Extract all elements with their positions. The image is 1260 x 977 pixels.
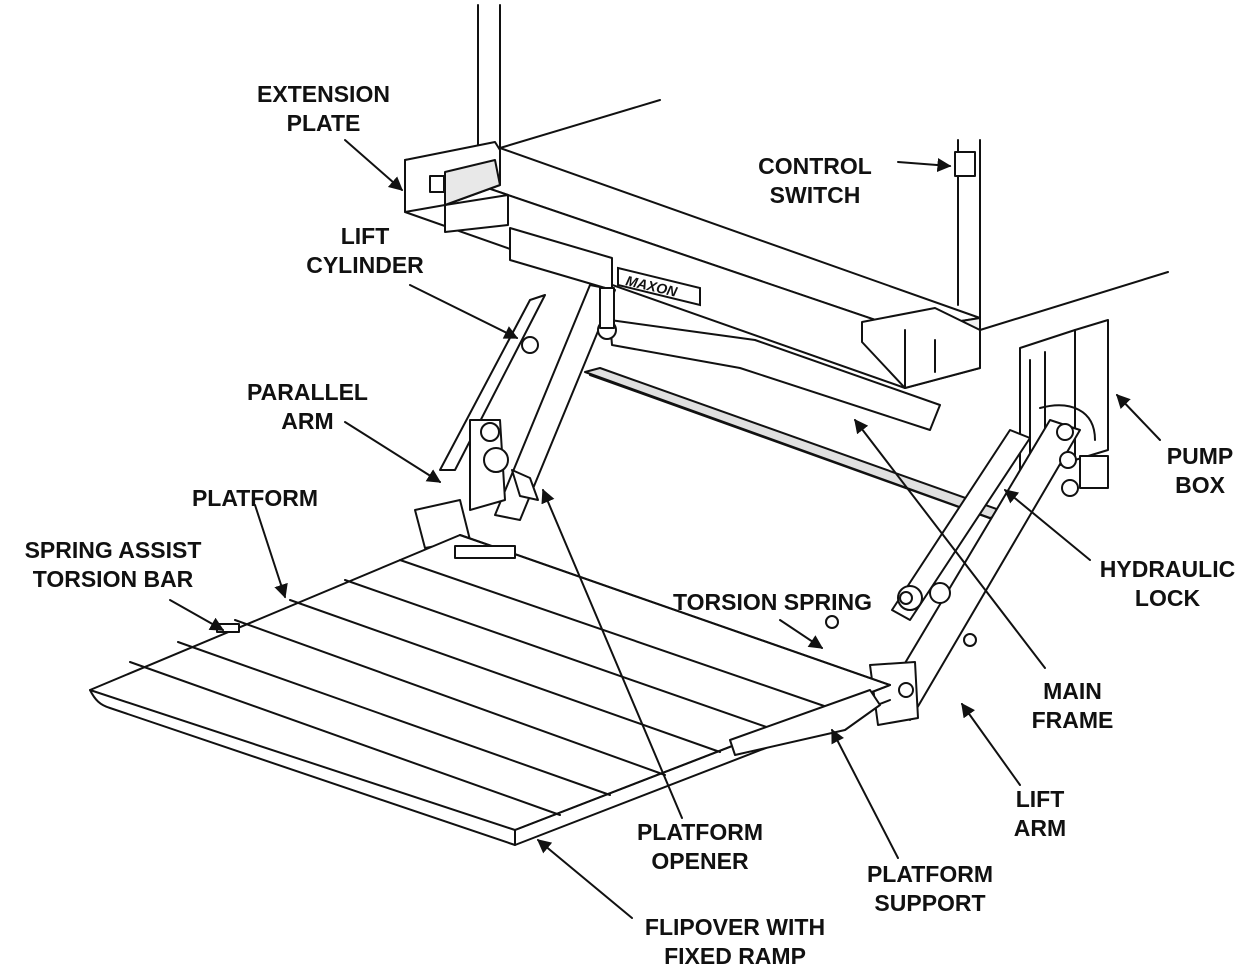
label-platform: PLATFORM	[191, 485, 319, 511]
right-end-cap	[861, 307, 981, 389]
platform-deck	[89, 534, 891, 846]
label-lift-arm: LIFT ARM	[1013, 786, 1067, 841]
label-torsion-spring: TORSION SPRING	[673, 589, 872, 615]
label-platform-support: PLATFORM SUPPORT	[866, 861, 994, 916]
callout-arrows	[169, 139, 1161, 919]
label-control-switch: CONTROL SWITCH	[758, 153, 872, 208]
label-lift-cylinder: LIFT CYLINDER	[306, 223, 424, 278]
left-arms	[414, 284, 617, 549]
label-spring-assist-torsion-bar: SPRING ASSIST TORSION BAR	[24, 537, 202, 592]
extension-plate	[404, 141, 501, 213]
label-parallel-arm: PARALLEL ARM	[247, 379, 368, 434]
label-main-frame: MAIN FRAME	[1031, 678, 1114, 733]
label-flipover-with-fixed-ramp: FLIPOVER WITH FIXED RAMP	[644, 914, 826, 969]
label-pump-box: PUMP BOX	[1166, 443, 1234, 498]
label-hydraulic-lock: HYDRAULIC LOCK	[1099, 556, 1236, 611]
label-extension-plate: EXTENSION PLATE	[257, 81, 390, 136]
control-switch-box	[954, 151, 976, 177]
label-platform-opener: PLATFORM OPENER	[636, 819, 764, 874]
platform-support	[729, 689, 881, 756]
torsion-spring-coil	[454, 545, 516, 559]
